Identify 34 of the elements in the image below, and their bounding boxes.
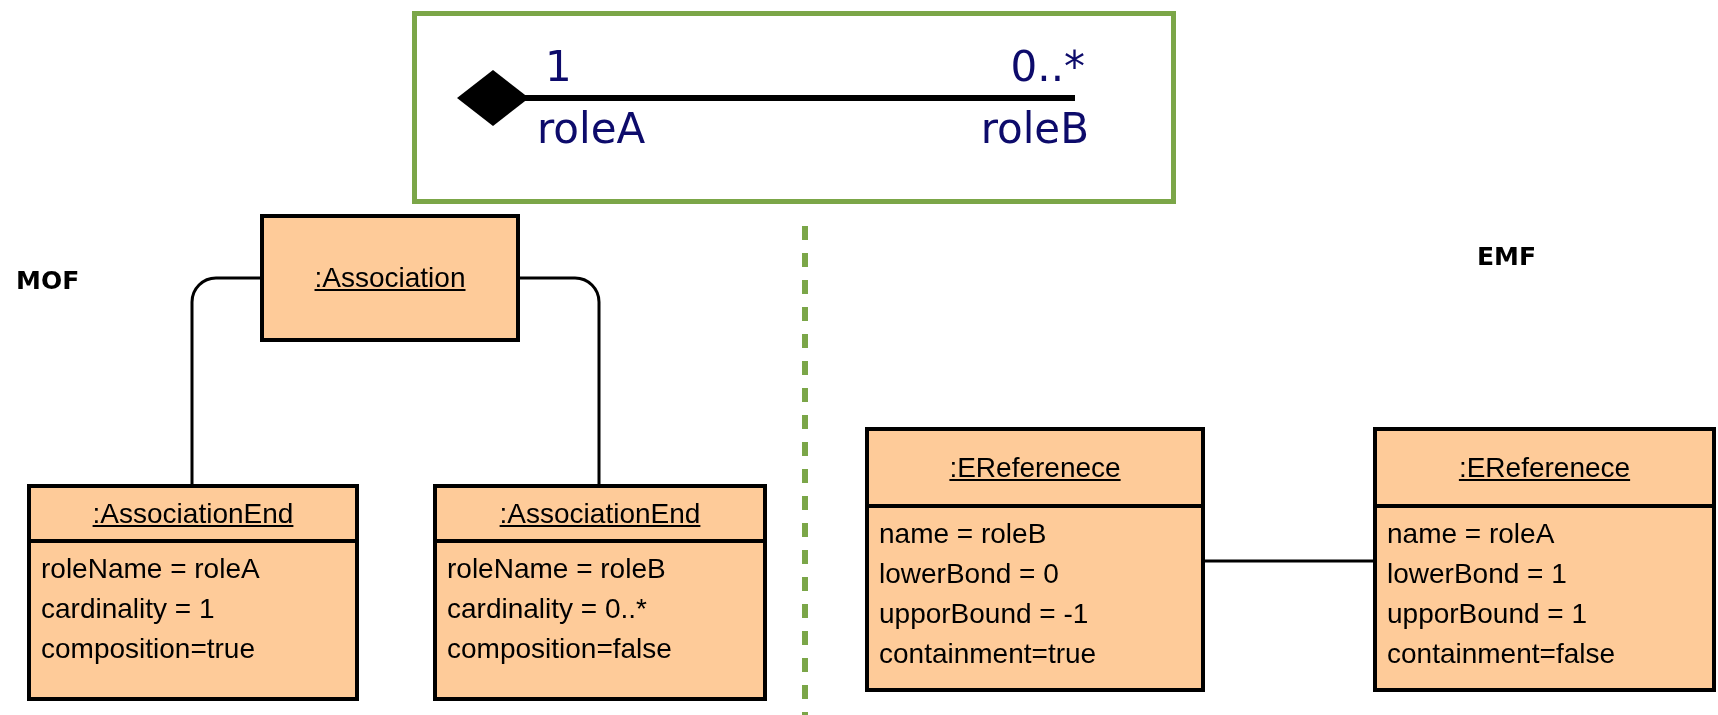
object-box: [260, 214, 520, 342]
connector-line: [190, 276, 260, 484]
section-heading: MOF: [16, 266, 80, 295]
connector-line: [520, 276, 601, 484]
role-name-label: roleA: [537, 108, 646, 150]
object-box: [433, 484, 767, 701]
object-name: :AssociationEnd: [499, 497, 701, 530]
attribute-text: upporBound = 1: [1387, 597, 1589, 631]
object-name: :AssociationEnd: [92, 497, 294, 530]
attribute-text: name = roleA: [1387, 517, 1556, 551]
object-box: [865, 427, 1205, 692]
attribute-text: composition=false: [447, 632, 673, 666]
object-box: [27, 484, 359, 701]
attribute-text: containment=false: [1387, 637, 1617, 671]
attribute-text: lowerBond = 1: [1387, 557, 1568, 591]
role-name-label: roleB: [980, 108, 1089, 150]
association-notation-panel: [412, 11, 1176, 204]
multiplicity-label: 0..*: [1010, 46, 1085, 88]
object-name: :EReferenece: [949, 451, 1121, 484]
attribute-text: roleName = roleB: [447, 552, 667, 586]
object-box: [1373, 427, 1716, 692]
attribute-text: containment=true: [879, 637, 1098, 671]
attribute-text: name = roleB: [879, 517, 1048, 551]
attribute-text: cardinality = 1: [41, 592, 216, 626]
attribute-text: lowerBond = 0: [879, 557, 1060, 591]
attribute-text: upporBound = -1: [879, 597, 1090, 631]
attribute-text: composition=true: [41, 632, 256, 666]
object-name: :Association: [314, 262, 466, 294]
object-name: :EReferenece: [1458, 451, 1631, 484]
connector-line: [1205, 559, 1373, 563]
attribute-text: roleName = roleA: [41, 552, 261, 586]
attribute-text: cardinality = 0..*: [447, 592, 648, 626]
multiplicity-label: 1: [545, 46, 572, 88]
section-heading: EMF: [1477, 242, 1537, 271]
